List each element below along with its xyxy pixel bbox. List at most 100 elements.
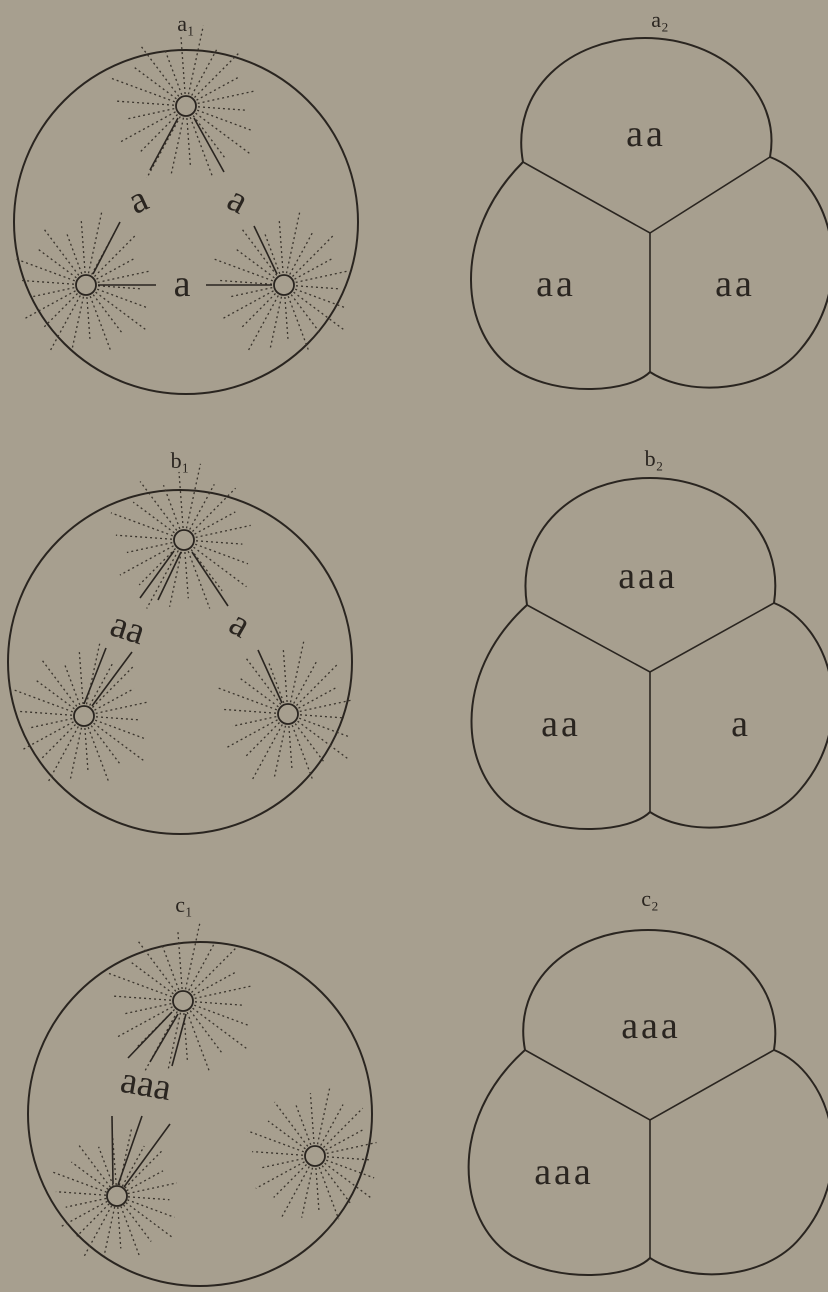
aster-ray xyxy=(71,1162,108,1189)
aster-ray xyxy=(128,1197,169,1200)
aster-ray xyxy=(70,728,82,781)
aster-ray xyxy=(293,235,334,276)
aster-ray xyxy=(294,660,318,704)
aster-ray xyxy=(113,996,171,1000)
panel-c1: c₁ aaa xyxy=(28,892,377,1286)
egg-cell-outline xyxy=(8,490,352,834)
aster-ray xyxy=(125,1150,164,1189)
aster-ray xyxy=(195,986,252,998)
panel-label-c2: c₂ xyxy=(641,886,658,911)
aster-ray xyxy=(140,482,177,531)
cell-content-right: a xyxy=(731,703,751,745)
aster-ray xyxy=(283,648,287,702)
aster-top xyxy=(109,26,256,178)
aster-ray xyxy=(21,280,75,284)
panel-label-b2: b₂ xyxy=(645,446,664,471)
centrosome xyxy=(176,96,196,116)
aster-ray xyxy=(181,34,185,94)
centrosome xyxy=(74,706,94,726)
aster-ray xyxy=(178,931,182,989)
cell-content-top: aaa xyxy=(621,1005,681,1047)
aster-left xyxy=(13,642,149,783)
aster-ray xyxy=(188,551,210,608)
panel-b2: b₂ aaa aa a xyxy=(471,446,828,829)
aster-ray xyxy=(196,525,251,537)
aster-ray xyxy=(35,679,75,709)
aster-ray xyxy=(187,118,191,167)
spindle-fiber xyxy=(194,118,224,172)
aster-ray xyxy=(147,117,181,179)
aster-ray xyxy=(222,291,273,319)
aster-ray xyxy=(120,546,174,575)
aster-rays xyxy=(16,212,150,351)
aster-ray xyxy=(41,659,77,706)
aster-ray xyxy=(96,702,149,714)
aster-ray xyxy=(248,296,278,351)
cell-content-top: aa xyxy=(626,113,666,155)
spindle-fiber xyxy=(112,1116,113,1184)
aster-ray xyxy=(147,551,179,609)
aster-ray xyxy=(40,725,75,760)
cell-content-left: aaa xyxy=(534,1151,594,1193)
aster-ray xyxy=(194,1005,248,1025)
aster-ray xyxy=(114,101,174,105)
aster-ray xyxy=(292,725,313,781)
aster-ray xyxy=(268,1121,305,1149)
aster-ray xyxy=(124,1205,152,1242)
aster-ray xyxy=(170,552,182,607)
chromosome-group-top-left: a xyxy=(121,177,154,222)
aster-ray xyxy=(262,1159,303,1168)
panel-label-c1: c₁ xyxy=(175,892,192,917)
chromosome-group-top-left: aaa xyxy=(117,1059,174,1109)
aster-ray xyxy=(287,212,300,274)
aster-ray xyxy=(93,295,122,334)
aster-ray xyxy=(291,640,305,703)
aster-rays xyxy=(109,26,256,178)
aster-ray xyxy=(31,288,74,297)
aster-ray xyxy=(291,295,320,334)
aster-rays xyxy=(248,1086,377,1220)
aster-ray xyxy=(89,212,102,274)
aster-ray xyxy=(288,296,309,351)
panel-label-b1: b₁ xyxy=(171,448,190,473)
aster-ray xyxy=(300,715,345,718)
aster-ray xyxy=(164,485,180,529)
aster-ray xyxy=(268,661,284,703)
aster-ray xyxy=(235,249,274,278)
aster-ray xyxy=(296,286,340,289)
aster-ray xyxy=(81,220,85,274)
aster-ray xyxy=(275,1102,308,1146)
aster-ray xyxy=(116,535,172,539)
aster-ray xyxy=(43,294,78,329)
centrosome xyxy=(174,530,194,550)
spindle-fiber xyxy=(93,222,120,274)
chromosome-group-top-right: a xyxy=(221,177,256,222)
aster-ray xyxy=(51,1172,106,1193)
aster-ray xyxy=(95,235,136,276)
aster-ray xyxy=(193,488,236,531)
spindle-fiber xyxy=(124,1124,170,1187)
aster-ray xyxy=(118,1207,121,1248)
aster-ray xyxy=(270,297,281,349)
aster-ray xyxy=(256,1162,305,1189)
cell-boundary xyxy=(525,1050,774,1120)
aster-ray xyxy=(128,1183,177,1194)
aster-ray xyxy=(290,232,313,275)
aster-ray xyxy=(222,709,276,713)
aster-ray xyxy=(322,1166,350,1203)
aster-ray xyxy=(248,1131,304,1152)
aster-ray xyxy=(318,1086,331,1145)
aster-ray xyxy=(214,259,273,281)
aster-ray xyxy=(117,1007,172,1037)
aster-ray xyxy=(18,711,72,715)
chromosome-group-top-left: aa xyxy=(105,603,150,653)
aster-left xyxy=(51,1128,176,1258)
cell-content-left: aa xyxy=(541,703,581,745)
aster-rays xyxy=(111,464,251,609)
aster-ray xyxy=(108,973,172,997)
centrosome xyxy=(173,991,193,1011)
aster-ray xyxy=(232,717,276,727)
aster-ray xyxy=(28,719,72,729)
aster-ray xyxy=(279,220,283,274)
